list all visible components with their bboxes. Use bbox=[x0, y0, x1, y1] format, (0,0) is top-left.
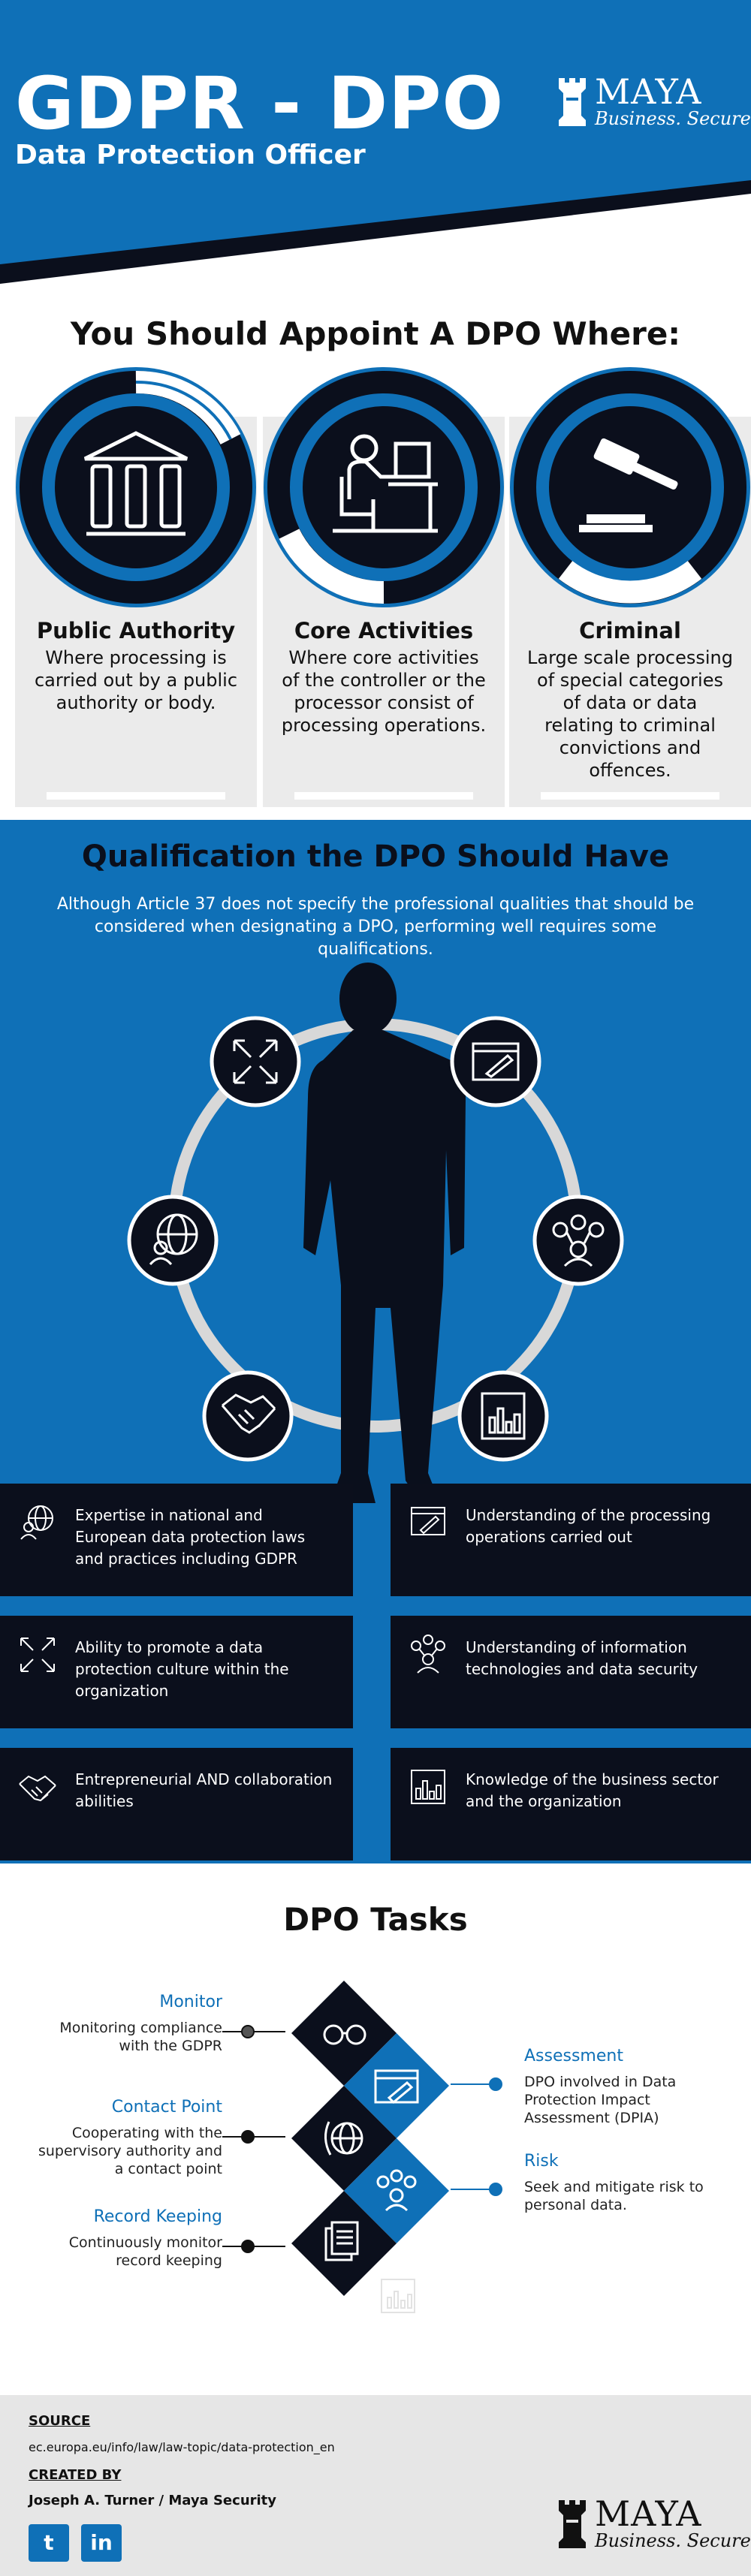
criminal-ring bbox=[510, 367, 750, 607]
brand-logo-bottom: MAYA Business. Secure bbox=[556, 2493, 751, 2551]
qual-box-expertise: Expertise in national and European data … bbox=[0, 1484, 353, 1596]
core-activities-ring bbox=[264, 367, 504, 607]
network-user-icon bbox=[552, 1214, 605, 1267]
task-title: Assessment bbox=[524, 2047, 623, 2065]
brand-name: MAYA bbox=[595, 2493, 702, 2534]
documents-icon bbox=[324, 2221, 359, 2261]
tasks-heading: DPO Tasks bbox=[283, 1901, 468, 1938]
card-divider bbox=[47, 792, 225, 800]
task-diamond-records bbox=[291, 2191, 397, 2296]
qual-text: Expertise in national and European data … bbox=[75, 1506, 306, 1568]
task-text: Seek and mitigate risk to personal data. bbox=[524, 2179, 704, 2213]
card-text: Large scale processing of special catego… bbox=[527, 647, 733, 781]
handshake-icon bbox=[19, 1775, 56, 1802]
globe-user-icon bbox=[149, 1213, 198, 1266]
qual-box-it-security: Understanding of information technologie… bbox=[391, 1616, 751, 1728]
source-label: SOURCE bbox=[29, 2413, 91, 2429]
qual-text: Knowledge of the business sector and the… bbox=[466, 1770, 719, 1810]
public-authority-ring bbox=[16, 367, 256, 607]
header-banner: GDPR - DPO Data Protection Officer MAYA … bbox=[0, 0, 751, 285]
network-user-icon bbox=[411, 1634, 445, 1674]
linkedin-icon[interactable]: in bbox=[81, 2524, 122, 2562]
task-monitor: Monitor Monitoring compliance with the G… bbox=[27, 1993, 222, 2055]
qual-text: Ability to promote a data protection cul… bbox=[75, 1638, 289, 1700]
phone-globe-icon bbox=[324, 2121, 363, 2156]
task-assessment: Assessment DPO involved in Data Protecti… bbox=[524, 2047, 712, 2127]
desk-worker-icon bbox=[333, 434, 438, 533]
page-title: GDPR - DPO bbox=[15, 62, 505, 146]
network-user-icon bbox=[376, 2169, 417, 2212]
brand-name: MAYA bbox=[595, 71, 702, 112]
qual-circle-edit bbox=[450, 1016, 541, 1107]
task-text: DPO involved in Data Protection Impact A… bbox=[524, 2074, 677, 2126]
appoint-heading: You Should Appoint A DPO Where: bbox=[70, 315, 681, 352]
tasks-diagram bbox=[222, 1981, 502, 2313]
brand-tagline: Business. Secure bbox=[595, 108, 751, 129]
qual-text: Understanding of the processing operatio… bbox=[466, 1506, 711, 1546]
card-title: Core Activities bbox=[294, 618, 474, 643]
rook-logo-icon bbox=[559, 78, 586, 126]
page-subtitle: Data Protection Officer bbox=[15, 140, 366, 170]
card-divider bbox=[294, 792, 473, 800]
card-title: Public Authority bbox=[36, 618, 236, 643]
qualification-intro: Although Article 37 does not specify the… bbox=[56, 895, 695, 959]
footer: SOURCE ec.europa.eu/info/law/law-topic/d… bbox=[0, 2395, 751, 2576]
task-title: Contact Point bbox=[111, 2098, 222, 2117]
qual-box-culture: Ability to promote a data protection cul… bbox=[0, 1616, 353, 1728]
qual-circle-handshake bbox=[202, 1370, 294, 1462]
qualification-graphic bbox=[127, 963, 624, 1503]
edit-window-icon bbox=[374, 2069, 419, 2104]
card-criminal: Criminal Large scale processing of speci… bbox=[509, 367, 751, 807]
qualification-section: Qualification the DPO Should Have Althou… bbox=[0, 820, 751, 1863]
created-by-text: Joseph A. Turner / Maya Security bbox=[29, 2493, 277, 2508]
card-text: Where processing is carried out by a pub… bbox=[34, 647, 238, 713]
edit-window-icon bbox=[472, 1042, 520, 1081]
task-risk: Risk Seek and mitigate risk to personal … bbox=[524, 2152, 712, 2214]
task-title: Record Keeping bbox=[93, 2207, 222, 2226]
qual-box-processing: Understanding of the processing operatio… bbox=[391, 1484, 751, 1596]
source-link[interactable]: ec.europa.eu/info/law/law-topic/data-pro… bbox=[29, 2440, 335, 2454]
qual-circle-network bbox=[532, 1195, 624, 1286]
twitter-icon[interactable]: t bbox=[29, 2524, 69, 2562]
qual-box-collaboration: Entrepreneurial AND collaboration abilit… bbox=[0, 1748, 353, 1860]
created-by-label: CREATED BY bbox=[29, 2467, 122, 2483]
gavel-icon bbox=[579, 438, 678, 532]
handshake-icon bbox=[221, 1393, 276, 1434]
qual-circle-globe bbox=[127, 1195, 219, 1286]
businessman-silhouette bbox=[303, 963, 466, 1503]
globe-user-icon bbox=[20, 1505, 53, 1540]
card-text: Where core activities of the controller … bbox=[281, 647, 487, 736]
task-title: Monitor bbox=[159, 1993, 222, 2011]
task-contact-point: Contact Point Cooperating with the super… bbox=[27, 2098, 222, 2178]
card-divider bbox=[541, 792, 719, 800]
bar-chart-icon bbox=[411, 1770, 445, 1804]
header-background bbox=[0, 0, 751, 284]
expand-arrows-icon bbox=[20, 1637, 55, 1672]
card-public-authority: Public Authority Where processing is car… bbox=[15, 367, 257, 807]
qual-box-business: Knowledge of the business sector and the… bbox=[391, 1748, 751, 1860]
card-title: Criminal bbox=[579, 618, 681, 643]
brand-logo-top: MAYA Business. Secure bbox=[556, 71, 751, 129]
rook-logo-icon bbox=[559, 2500, 586, 2548]
qual-text: Entrepreneurial AND collaboration abilit… bbox=[75, 1770, 333, 1810]
card-core-activities: Core Activities Where core activities of… bbox=[263, 367, 505, 807]
qual-text: Understanding of information technologie… bbox=[466, 1638, 698, 1678]
edit-window-icon bbox=[411, 1507, 445, 1535]
faint-bar-chart-icon bbox=[381, 2279, 415, 2313]
task-text: Cooperating with the supervisory authori… bbox=[38, 2125, 222, 2177]
task-text: Monitoring compliance with the GDPR bbox=[59, 2020, 222, 2054]
expand-arrows-icon bbox=[233, 1039, 278, 1084]
task-text: Continuously monitor record keeping bbox=[68, 2234, 222, 2269]
bar-chart-icon bbox=[481, 1392, 526, 1440]
brand-tagline: Business. Secure bbox=[595, 2530, 751, 2551]
qual-circle-expand bbox=[210, 1016, 301, 1107]
qual-circle-chart bbox=[457, 1370, 549, 1462]
qualification-heading: Qualification the DPO Should Have bbox=[81, 839, 670, 874]
task-title: Risk bbox=[524, 2152, 559, 2171]
task-record-keeping: Record Keeping Continuously monitor reco… bbox=[27, 2207, 222, 2270]
pillars-icon bbox=[83, 431, 189, 536]
glasses-icon bbox=[323, 2024, 366, 2045]
